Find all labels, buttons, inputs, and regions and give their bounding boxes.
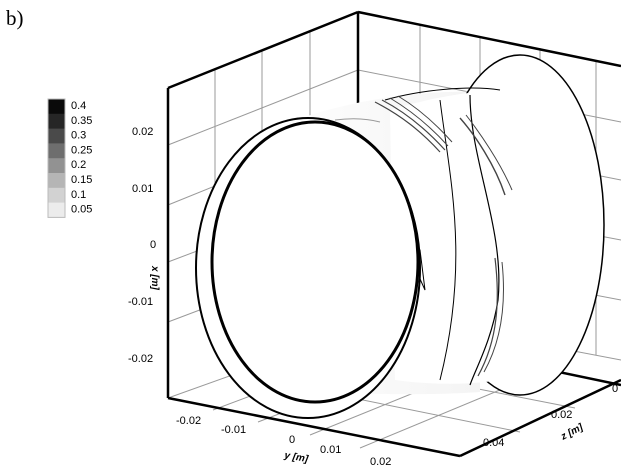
color-legend: 0.4 0.35 0.3 0.25 0.2 0.15 0.1 0.05 (47, 98, 92, 218)
x-tick-label: -0.01 (128, 296, 153, 308)
y-axis-label: y [m] (282, 450, 309, 465)
x-tick-label: -0.02 (128, 353, 153, 365)
legend-swatch (48, 143, 65, 159)
y-tick-label: 0.02 (370, 456, 391, 468)
legend-level-label: 0.35 (71, 115, 92, 127)
front-inner-ring (210, 120, 420, 404)
legend-swatch (48, 128, 65, 144)
z-tick-label: 0.02 (551, 409, 572, 421)
y-tick-label: 0.01 (320, 444, 341, 456)
legend-level-label: 0.3 (71, 130, 86, 142)
panel-label: b) (6, 6, 24, 30)
legend-swatch (48, 173, 65, 189)
shock-contours (334, 95, 513, 377)
z-axis: 0 0.02 0.04 z [m] (483, 383, 618, 449)
legend-level-label: 0.05 (71, 204, 92, 216)
legend-swatch (48, 113, 65, 129)
legend-swatch (48, 99, 65, 115)
y-tick-label: -0.01 (221, 424, 246, 436)
x-axis-label: x [m] (149, 265, 160, 291)
y-tick-label: -0.02 (176, 415, 201, 427)
z-tick-label: 0 (612, 383, 618, 395)
legend-swatch (48, 187, 65, 203)
legend-level-label: 0.1 (71, 189, 86, 201)
legend-level-label: 0.2 (71, 159, 86, 171)
legend-swatch (48, 158, 65, 174)
z-tick-label: 0.04 (483, 437, 504, 449)
x-tick-label: 0.02 (132, 126, 153, 138)
y-axis: -0.02 -0.01 0 0.01 0.02 y [m] (176, 415, 391, 468)
y-tick-label: 0 (289, 434, 295, 446)
legend-frame (47, 98, 66, 218)
x-tick-label: 0 (150, 239, 156, 251)
x-axis: 0.02 0.01 0 -0.01 -0.02 x [m] (128, 126, 160, 365)
legend-level-label: 0.25 (71, 144, 92, 156)
x-tick-label: 0.01 (132, 183, 153, 195)
legend-level-label: 0.15 (71, 174, 92, 186)
z-axis-label: z [m] (558, 422, 585, 443)
front-rings (195, 117, 421, 419)
legend-swatch (48, 202, 65, 218)
legend-level-label: 0.4 (71, 100, 86, 112)
